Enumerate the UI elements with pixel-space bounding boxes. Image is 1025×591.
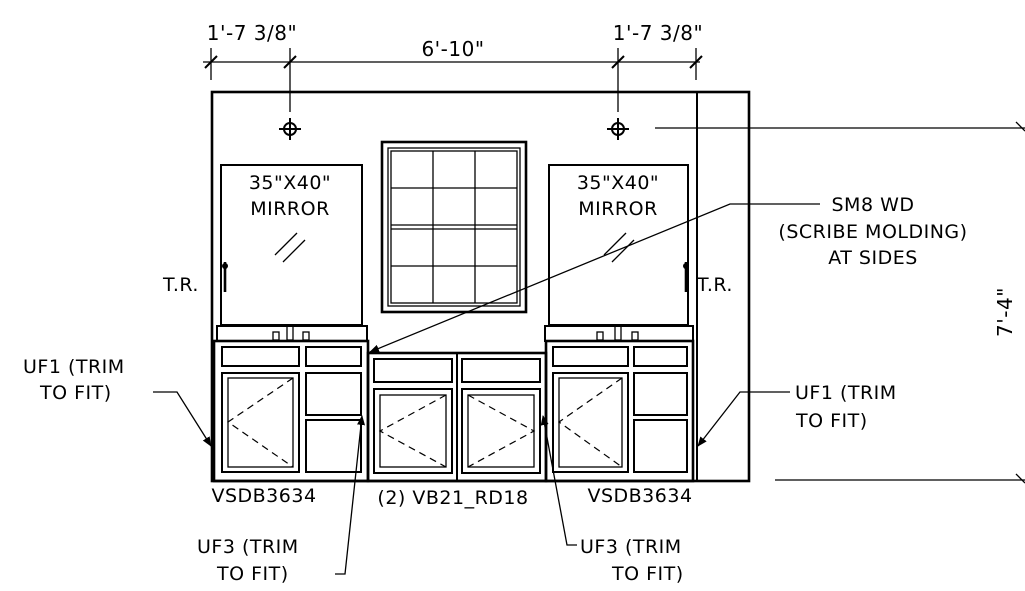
filler-center-right-callout-line2: TO FIT) [611, 563, 684, 585]
filler-left-callout-line1: UF1 (TRIM [23, 356, 125, 378]
molding-callout-line3: AT SIDES [828, 247, 918, 269]
light-fixture-right [607, 118, 629, 140]
window [380, 140, 528, 314]
height-dimension: 7'-4" [655, 121, 1025, 484]
filler-center-left-callout-line1: UF3 (TRIM [197, 536, 299, 558]
vanity-left [212, 325, 370, 483]
vanity-right [544, 325, 695, 483]
dimension-left-offset: 1'-7 3/8" [207, 21, 297, 45]
dimension-right-offset: 1'-7 3/8" [613, 21, 703, 45]
filler-right-callout-line1: UF1 (TRIM [795, 382, 897, 404]
towel-ring-left-label: T.R. [162, 274, 199, 296]
towel-ring-right-label: T.R. [696, 274, 733, 296]
mirror-left-size: 35"X40" [249, 172, 331, 194]
filler-right-callout-line2: TO FIT) [795, 410, 868, 432]
light-fixture-left [279, 118, 301, 140]
cabinet-left-label: VSDB3634 [211, 485, 316, 507]
mirror-left-label: MIRROR [250, 198, 330, 220]
dimension-height: 7'-4" [993, 287, 1017, 337]
towel-ring-left [222, 262, 228, 292]
filler-center-right-callout-line1: UF3 (TRIM [580, 536, 682, 558]
filler-center-left-callout-line2: TO FIT) [216, 563, 289, 585]
vanity-center [366, 351, 548, 483]
molding-callout-line2: (SCRIBE MOLDING) [778, 221, 967, 243]
dimension-center-span: 6'-10" [421, 37, 484, 61]
mirror-right-size: 35"X40" [577, 172, 659, 194]
towel-ring-right [683, 262, 689, 292]
leader-lines [153, 203, 820, 575]
cabinet-center-label: (2) VB21_RD18 [377, 487, 528, 509]
molding-callout-line1: SM8 WD [832, 194, 915, 216]
mirror-right-label: MIRROR [578, 198, 658, 220]
filler-left-callout-line2: TO FIT) [39, 382, 112, 404]
cabinet-right-label: VSDB3634 [587, 485, 692, 507]
top-dimension-string: 1'-7 3/8" 6'-10" 1'-7 3/8" [203, 21, 703, 112]
